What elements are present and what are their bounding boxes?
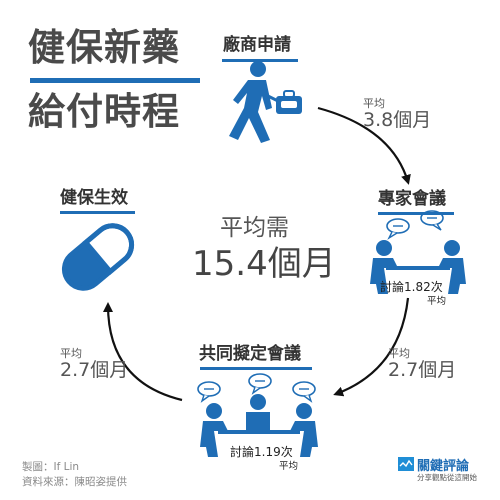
duration-2-value: 2.7個月	[388, 359, 457, 382]
total-duration: 15.4個月	[192, 244, 336, 284]
walking-person-icon	[229, 61, 302, 143]
duration-3-qualifier: 平均	[60, 347, 82, 360]
step-expert-underline	[378, 212, 454, 215]
step-effective-label: 健保生效	[60, 188, 128, 208]
title-line-2: 給付時程	[28, 90, 180, 133]
duration-vendor-to-expert: 平均 3.8個月	[363, 97, 432, 132]
joint-meeting-icon	[197, 373, 318, 457]
total-qualifier: 平均需	[220, 215, 289, 241]
expert-meeting-icon	[370, 210, 466, 294]
duration-1-qualifier: 平均	[363, 97, 385, 110]
duration-joint-to-effective: 平均 2.7個月	[60, 347, 129, 382]
step-vendor-underline	[222, 59, 298, 62]
step-vendor-label: 廠商申請	[223, 35, 291, 55]
arrow-joint-to-effective	[103, 302, 183, 402]
capsule-pill-icon	[61, 223, 135, 291]
expert-discussion-count: 討論1.82次	[380, 280, 443, 294]
duration-3-value: 2.7個月	[60, 359, 129, 382]
expert-discussion-unit: 平均	[427, 296, 447, 307]
brand-logo-icon	[398, 457, 414, 471]
brand-tagline: 分享觀點從這開始	[417, 473, 477, 482]
arrow-expert-to-joint	[333, 297, 410, 397]
brand-name: 關鍵評論	[417, 459, 470, 474]
title-divider	[30, 78, 200, 83]
arrow-vendor-to-expert	[317, 106, 411, 185]
duration-1-value: 3.8個月	[363, 109, 432, 132]
step-effective-underline	[60, 211, 135, 214]
duration-2-qualifier: 平均	[388, 347, 410, 360]
duration-expert-to-joint: 平均 2.7個月	[388, 347, 457, 382]
credit-text: 製圖：If Lin	[22, 461, 80, 473]
step-joint-label: 共同擬定會議	[199, 344, 301, 364]
step-expert-label: 專家會議	[378, 189, 446, 209]
title-line-1: 健保新藥	[28, 26, 180, 69]
source-text: 資料來源：陳昭姿提供	[22, 476, 127, 488]
step-joint-underline	[200, 367, 312, 370]
joint-discussion-unit: 平均	[279, 461, 299, 472]
joint-discussion-count: 討論1.19次	[230, 445, 293, 459]
